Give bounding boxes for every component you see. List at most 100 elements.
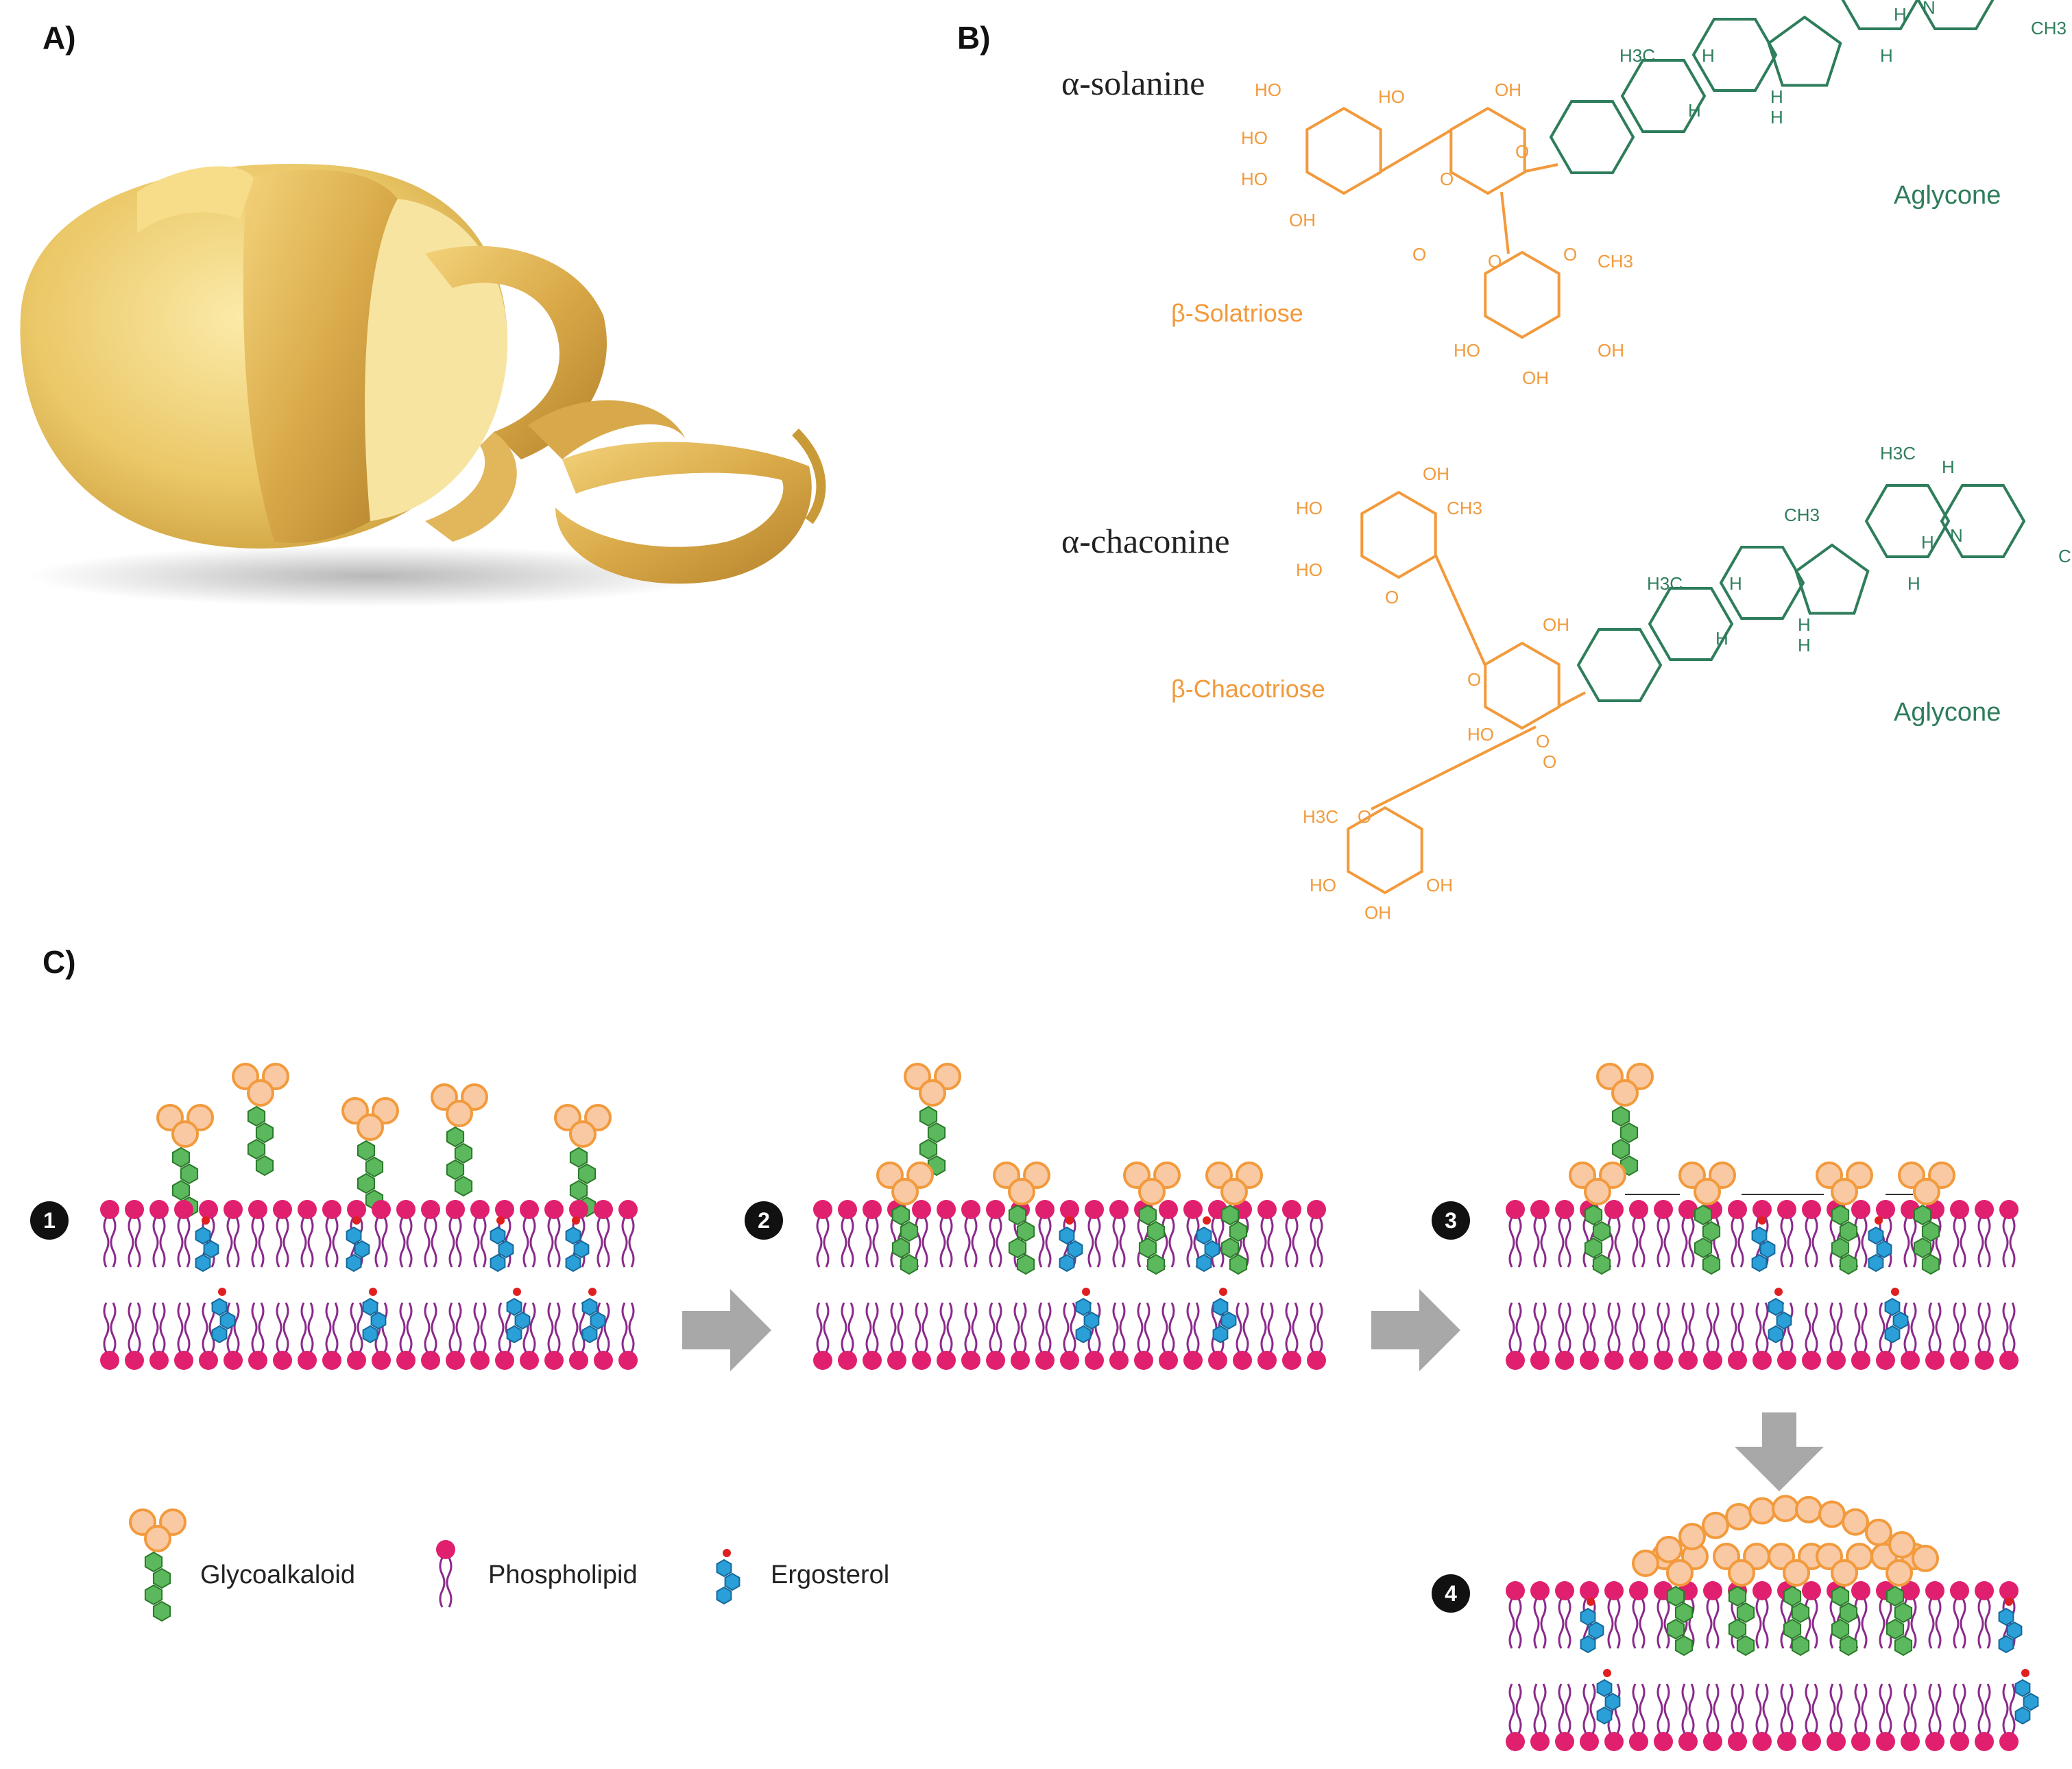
aglycone-group-label: H — [1770, 107, 1783, 128]
aglycone-group-label: H3C — [1647, 573, 1683, 594]
ergosterol-upper — [1196, 1216, 1220, 1273]
phospholipid-upper — [298, 1200, 317, 1268]
phospholipid-lower — [1827, 1683, 1846, 1751]
ergosterol-upper — [1751, 1216, 1776, 1273]
sugar-group-label: O — [1543, 751, 1556, 772]
phospholipid-lower — [322, 1302, 341, 1370]
ergosterol-lower — [211, 1288, 236, 1344]
sugar-group-label: HO — [1467, 724, 1494, 745]
phospholipid-upper — [1629, 1581, 1648, 1649]
phospholipid-lower — [1654, 1302, 1673, 1370]
glycosidic-bond — [1500, 191, 1510, 254]
phospholipid-upper — [248, 1200, 267, 1268]
phospholipid-lower — [813, 1302, 832, 1370]
glycoalkaloid-sugar-cap — [1655, 1535, 1683, 1563]
phospholipid-lower — [1506, 1302, 1525, 1370]
phospholipid-lower — [1876, 1683, 1895, 1751]
phospholipid-lower — [174, 1302, 193, 1370]
phospholipid-upper — [1257, 1200, 1277, 1268]
aglycone-group-label: H — [1702, 45, 1715, 66]
phospholipid-lower — [273, 1302, 292, 1370]
phospholipid-upper — [1109, 1200, 1129, 1268]
phospholipid-lower — [396, 1302, 415, 1370]
glycoalkaloid-free — [156, 1104, 214, 1218]
phospholipid-upper — [1999, 1200, 2019, 1268]
sugar-group-label: CH3 — [1598, 251, 1633, 272]
aglycone-group-label: CH3 — [1784, 505, 1820, 525]
ergosterol-lower — [581, 1288, 606, 1344]
phospholipid-upper — [544, 1200, 564, 1268]
sugar-group-label: OH — [1364, 902, 1391, 919]
phospholipid-lower — [1901, 1302, 1920, 1370]
phospholipid-lower — [838, 1302, 857, 1370]
phospholipid-lower — [347, 1302, 366, 1370]
phospholipid-lower — [470, 1302, 490, 1370]
phospholipid-lower — [1580, 1683, 1599, 1751]
sugar-ring — [1484, 641, 1561, 730]
peeled-potato-illustration — [20, 163, 826, 607]
glycoalkaloid-sugar-cap — [1772, 1495, 1799, 1523]
aglycone-group-label: N — [1923, 0, 1936, 18]
phospholipid-upper — [863, 1200, 882, 1268]
phospholipid-lower — [1802, 1302, 1821, 1370]
sugar-ring — [1360, 490, 1437, 579]
phospholipid-upper — [273, 1200, 292, 1268]
phospholipid-lower — [1925, 1302, 1944, 1370]
sugar-label-solatriose: β-Solatriose — [1171, 299, 1303, 327]
phospholipid-lower — [1925, 1683, 1944, 1751]
phospholipid-lower — [912, 1302, 931, 1370]
sugar-group-label: O — [1440, 169, 1454, 189]
phospholipid-upper — [421, 1200, 440, 1268]
phospholipid-upper — [1307, 1200, 1326, 1268]
phospholipid-upper — [937, 1200, 956, 1268]
phospholipid-upper — [1975, 1581, 1994, 1649]
phospholipid-lower — [1233, 1302, 1252, 1370]
glycoalkaloid-inserted — [1816, 1162, 1873, 1275]
phospholipid-lower — [1901, 1683, 1920, 1751]
aglycone-group-label: H — [1688, 100, 1701, 121]
phospholipid-upper — [961, 1200, 980, 1268]
phospholipid-upper — [1728, 1200, 1747, 1268]
phospholipid-lower — [1604, 1302, 1624, 1370]
compound-name-chaconine: α-chaconine — [1061, 522, 1230, 560]
phospholipid-upper — [1925, 1581, 1944, 1649]
ergosterol-upper — [1059, 1216, 1083, 1273]
phospholipid-upper — [1506, 1581, 1525, 1649]
sugar-group-label: O — [1515, 141, 1529, 162]
phospholipid-lower — [1703, 1302, 1722, 1370]
phospholipid-lower — [1506, 1683, 1525, 1751]
phospholipid-lower — [1629, 1683, 1648, 1751]
phospholipid-lower — [1307, 1302, 1326, 1370]
sugar-group-label: O — [1385, 587, 1399, 607]
phospholipid-lower — [224, 1302, 243, 1370]
phospholipid-upper — [1629, 1200, 1648, 1268]
phospholipid-upper — [322, 1200, 341, 1268]
ergosterol-upper — [1868, 1216, 1892, 1273]
aglycone-label-1: Aglycone — [1894, 181, 2001, 210]
glycosidic-bond — [1380, 129, 1452, 173]
glycoalkaloid-inserted — [876, 1162, 934, 1275]
glycoalkaloid-inserted — [1768, 1543, 1825, 1657]
phospholipid-lower — [1802, 1683, 1821, 1751]
phospholipid-lower — [1109, 1302, 1129, 1370]
phospholipid-upper — [1035, 1200, 1055, 1268]
molecule-1: OHHOCH3HOOOHOHOOOH3COHOOHOHH3CHCH3HNCH3H… — [1296, 443, 2071, 919]
phospholipid-upper — [1530, 1581, 1550, 1649]
glycoalkaloid-inserted — [1898, 1162, 1955, 1275]
aglycone-link — [1524, 163, 1558, 173]
sugar-label-chacotriose: β-Chacotriose — [1171, 675, 1325, 703]
aglycone-group-label: H — [1798, 614, 1811, 635]
aglycone-ring — [1841, 0, 1919, 30]
phospholipid-upper — [125, 1200, 144, 1268]
ergosterol-lower — [506, 1288, 531, 1344]
aglycone-ring — [1691, 18, 1778, 92]
phospholipid-lower — [1975, 1683, 1994, 1751]
phospholipid-lower — [1530, 1683, 1550, 1751]
sugar-group-label: HO — [1454, 340, 1480, 361]
phospholipid-lower — [1580, 1302, 1599, 1370]
phospholipid-lower — [863, 1302, 882, 1370]
phospholipid-upper — [618, 1200, 638, 1268]
phospholipid-upper — [1950, 1581, 1969, 1649]
glycoalkaloid-sugar-cap — [1678, 1523, 1706, 1551]
phospholipid-upper — [1678, 1200, 1698, 1268]
